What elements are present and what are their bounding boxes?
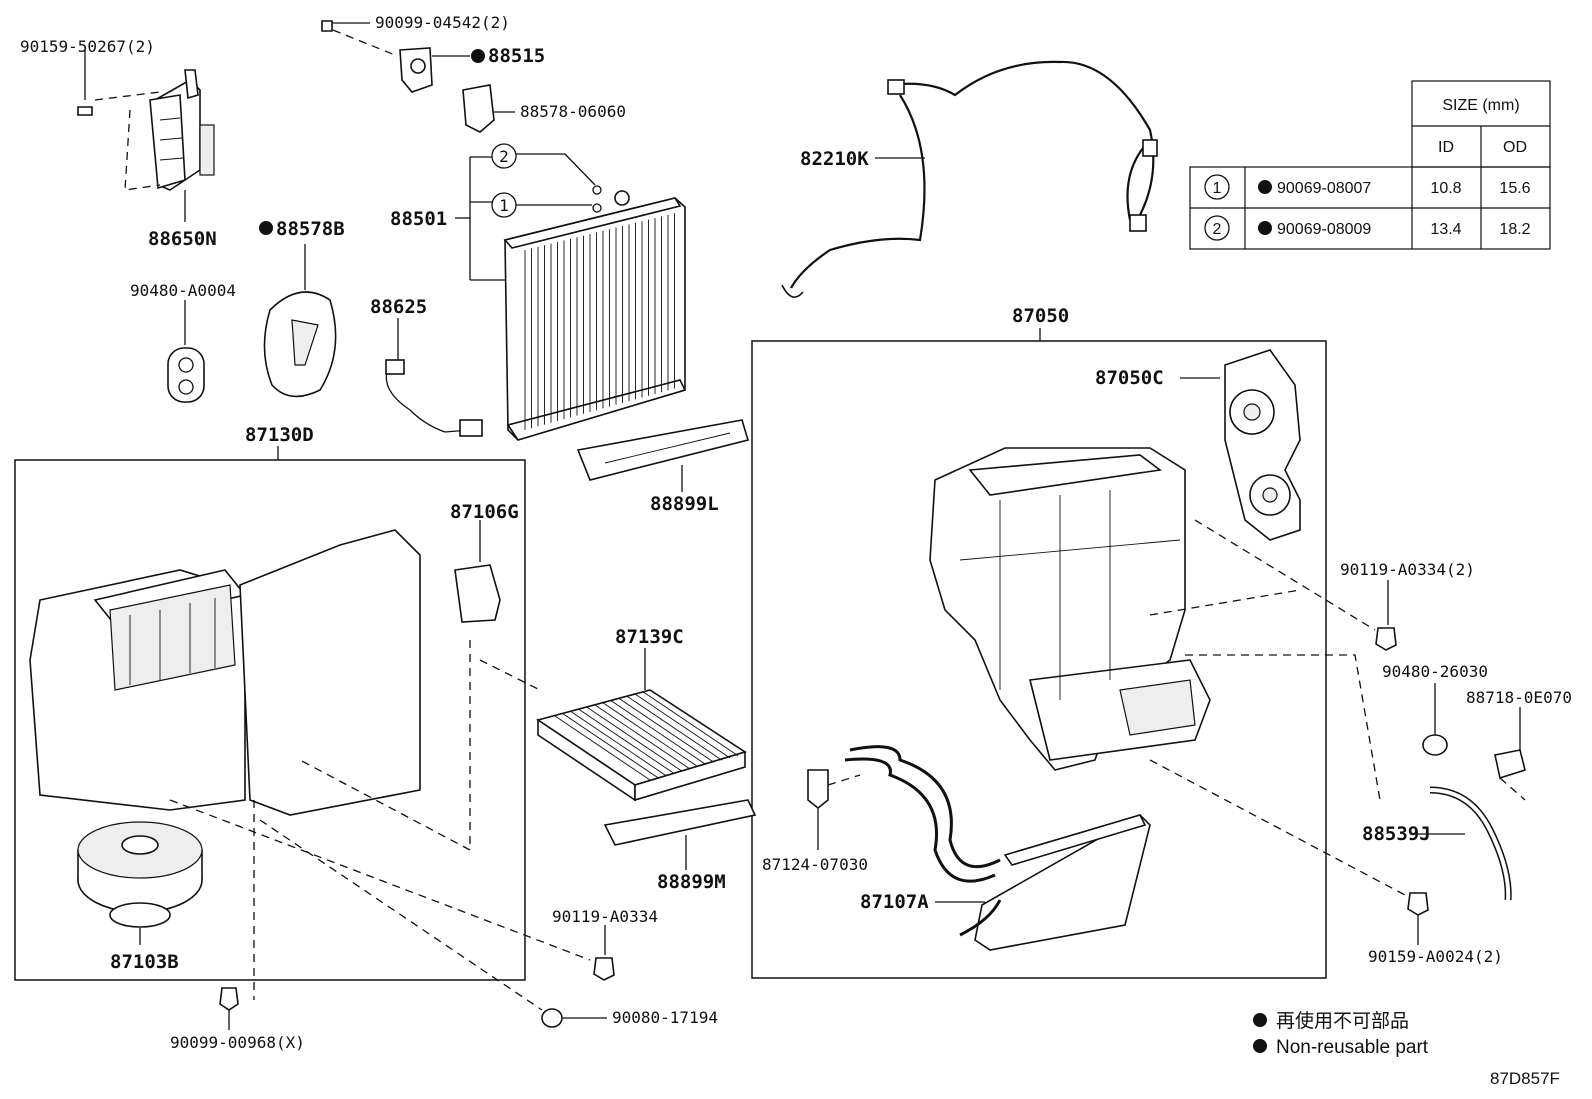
size-table-header: SIZE (mm): [1442, 97, 1519, 114]
part-88899L-drawing: [576, 419, 750, 481]
part-87050-drawing: [929, 447, 1211, 771]
bolt-90159-A0024-icon: [1407, 892, 1429, 916]
label-90159-50267: 90159-50267(2): [20, 37, 155, 56]
oring-mark-1-label: 1: [499, 196, 509, 215]
part-87050C-drawing: [1224, 349, 1301, 541]
part-87124-07030-drawing: [807, 769, 829, 810]
label-87107A: 87107A: [860, 891, 929, 913]
size-table-col-id: ID: [1438, 139, 1454, 156]
label-88899M: 88899M: [657, 871, 726, 893]
label-90119-A0334-2: 90119-A0334(2): [1340, 560, 1475, 579]
part-88718-0E070-drawing: [1494, 749, 1526, 780]
screw-90099-04542-icon: [321, 20, 333, 32]
label-87050: 87050: [1012, 305, 1069, 327]
size-row1-part: 90069-08007: [1277, 180, 1371, 197]
label-88578B: 88578B: [276, 218, 345, 240]
bolt-90119-A0334-2-icon: [1375, 627, 1397, 651]
size-row1-id: 10.8: [1430, 180, 1461, 197]
label-88899L: 88899L: [650, 493, 719, 515]
label-88501: 88501: [390, 208, 447, 230]
part-88625-drawing: [385, 367, 471, 433]
grommet-90480-26030-icon: [1422, 734, 1448, 756]
size-row1-num: 1: [1213, 180, 1222, 197]
label-87124-07030: 87124-07030: [762, 855, 868, 874]
part-87103B-drawing: [77, 821, 203, 928]
diagram-code: 87D857F: [1490, 1069, 1560, 1088]
label-88625: 88625: [370, 296, 427, 318]
label-88515: 88515: [488, 45, 545, 67]
size-row1-od: 15.6: [1499, 180, 1530, 197]
part-88501-drawing: [503, 190, 687, 441]
label-88718-0E070: 88718-0E070: [1466, 688, 1572, 707]
label-90480-A0004: 90480-A0004: [130, 281, 236, 300]
part-88515-drawing: [399, 47, 433, 93]
part-87106G-drawing: [454, 564, 501, 623]
part-90480-A0004-drawing: [167, 347, 205, 403]
label-88539J: 88539J: [1362, 823, 1431, 845]
legend-en: Non-reusable part: [1276, 1037, 1429, 1058]
part-87139C-drawing: [536, 689, 747, 802]
nut-90080-17194-icon: [541, 1008, 563, 1028]
label-87103B: 87103B: [110, 951, 179, 973]
size-table-col-od: OD: [1503, 139, 1527, 156]
bolt-90159-50267-icon: [77, 106, 93, 116]
size-row2-num: 2: [1213, 221, 1222, 238]
label-82210K: 82210K: [800, 148, 869, 170]
label-87130D: 87130D: [245, 424, 314, 446]
label-88650N: 88650N: [148, 228, 217, 250]
non-reusable-dot-icon-2: [1253, 1039, 1267, 1053]
part-82210K-drawing: [789, 60, 1155, 291]
label-90480-26030: 90480-26030: [1382, 662, 1488, 681]
oring-mark-1: [491, 192, 517, 218]
label-90080-17194: 90080-17194: [612, 1008, 718, 1027]
label-88578-06060: 88578-06060: [520, 102, 626, 121]
label-90159-A0024: 90159-A0024(2): [1368, 947, 1503, 966]
box-87130D: [14, 459, 526, 981]
oring-mark-2-label: 2: [499, 147, 509, 166]
part-87107A-drawing: [844, 745, 1151, 951]
part-88899M-drawing: [603, 799, 757, 846]
size-row2-id: 13.4: [1430, 221, 1461, 238]
size-row2-part: 90069-08009: [1277, 221, 1371, 238]
box-87050: [751, 340, 1327, 979]
label-90099-00968: 90099-00968(X): [170, 1033, 305, 1052]
part-87130D-drawing: [29, 529, 421, 816]
size-table: SIZE (mm) ID OD 1 90069-08007 10.8 15.6 …: [1189, 80, 1551, 250]
label-87139C: 87139C: [615, 626, 684, 648]
size-row2-od: 18.2: [1499, 221, 1530, 238]
part-88578-06060-drawing: [462, 84, 495, 133]
label-87106G: 87106G: [450, 501, 519, 523]
non-reusable-dot-icon: [1253, 1013, 1267, 1027]
bolt-90119-A0334-icon: [593, 957, 615, 981]
legend-jp: 再使用不可部品: [1276, 1010, 1409, 1032]
label-90119-A0334: 90119-A0334: [552, 907, 658, 926]
oring-mark-2: [491, 143, 517, 169]
part-88650N-drawing: [149, 69, 215, 191]
label-87050C: 87050C: [1095, 367, 1164, 389]
bolt-90099-00968-icon: [219, 987, 239, 1011]
label-90099-04542: 90099-04542(2): [375, 13, 510, 32]
